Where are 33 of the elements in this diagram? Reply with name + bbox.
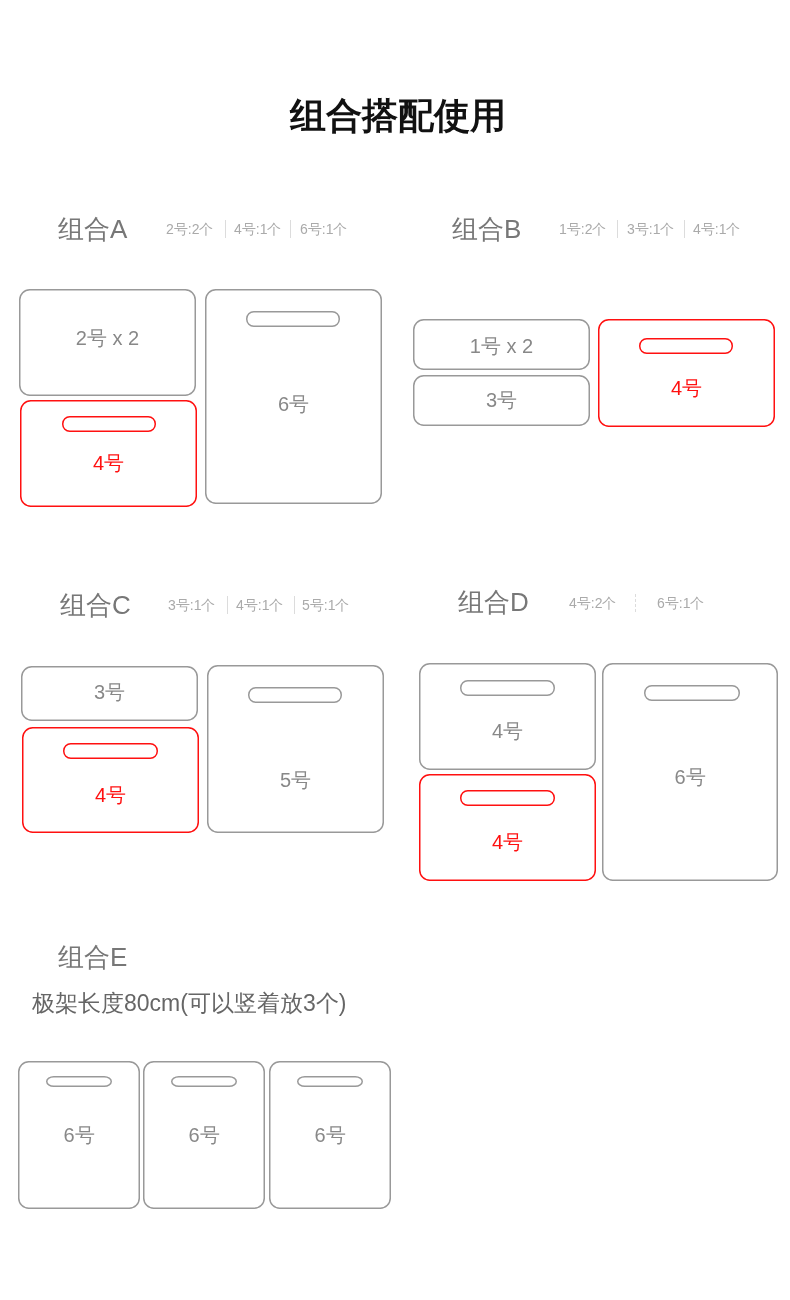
quantity-label: 6号:1个 xyxy=(300,220,348,238)
quantity-label: 3号:1个 xyxy=(168,596,216,614)
note-text: 极架长度80cm(可以竖着放3个) xyxy=(32,990,347,1018)
board-label: 4号 xyxy=(670,376,703,400)
group-heading: 组合C xyxy=(60,590,131,622)
group-heading: 组合D xyxy=(458,587,529,619)
quantity-label: 4号:1个 xyxy=(693,220,741,238)
quantity-label: 1号:2个 xyxy=(559,220,607,238)
board-label: 4号 xyxy=(491,830,524,854)
quantity-label: 4号:2个 xyxy=(569,594,617,612)
board-label: 3号 xyxy=(93,680,126,704)
quantity-label: 3号:1个 xyxy=(627,220,675,238)
title: 组合搭配使用 xyxy=(290,94,506,138)
board-label: 6号 xyxy=(63,1123,95,1147)
board-label: 6号 xyxy=(674,765,706,789)
board-label: 3号 xyxy=(485,388,518,412)
group-heading: 组合B xyxy=(452,214,522,246)
group-heading: 组合E xyxy=(58,942,128,974)
board-label: 1号 x 2 xyxy=(469,334,534,358)
quantity-label: 6号:1个 xyxy=(657,594,705,612)
board-label: 4号 xyxy=(92,451,125,475)
board-label: 2号 x 2 xyxy=(75,326,140,350)
board-label: 6号 xyxy=(314,1123,346,1147)
quantity-label: 5号:1个 xyxy=(302,596,350,614)
board-label: 6号 xyxy=(277,392,310,416)
quantity-label: 4号:1个 xyxy=(234,220,282,238)
quantity-label: 4号:1个 xyxy=(236,596,284,614)
board-label: 6号 xyxy=(188,1123,220,1147)
group-heading: 组合A xyxy=(58,214,128,246)
quantity-label: 2号:2个 xyxy=(166,220,214,238)
board-label: 5号 xyxy=(279,768,312,792)
board-label: 4号 xyxy=(94,783,127,807)
board-label: 4号 xyxy=(491,719,524,743)
